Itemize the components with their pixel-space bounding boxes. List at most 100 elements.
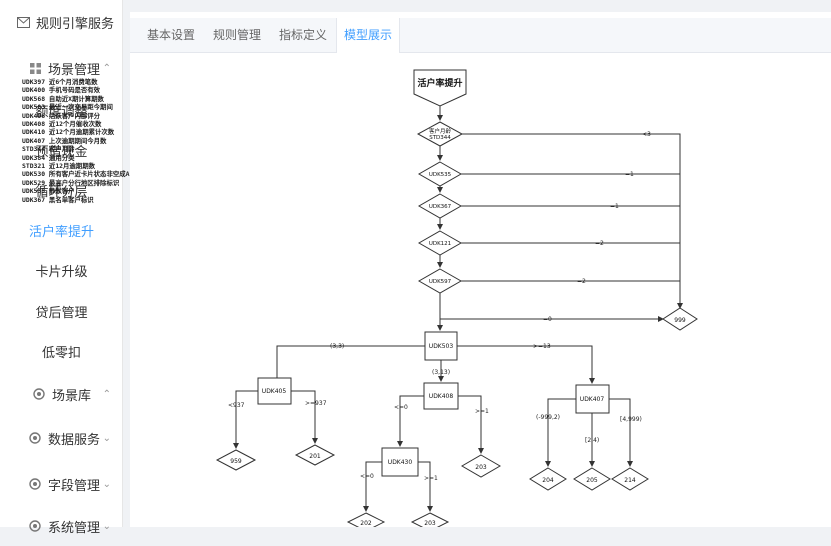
node-udk597-label: UDK597 [429,279,452,285]
legend-item: UDK384 通用分类 [22,153,75,162]
node-udk503-label: UDK503 [429,343,454,350]
node-214 [611,467,649,491]
grid-icon [28,61,42,75]
sidebar-item-label: 贷后管理 [35,304,88,320]
node-205-label: 205 [586,477,598,484]
sidebar-group-scene[interactable]: 场景管理 ⌃ [0,48,123,88]
tab-basic-settings[interactable]: 基本设置 [146,28,195,42]
node-999-label: 999 [674,317,686,324]
sidebar-item-cash[interactable]: 预借现金 [0,130,123,170]
edge-label: (3,3) [330,343,344,350]
edge-label: <=0 [394,404,408,411]
sidebar-item-card-upgrade[interactable]: 卡片升级 [0,250,123,290]
node-203b [410,512,450,527]
legend-item: UDK407 上次逾期期间今月数 [22,136,107,145]
node-202-label: 202 [360,520,372,527]
sidebar-item-label: 额度调整 [35,103,88,119]
sidebar-item-data-service[interactable]: 数据服务 ⌄ [0,418,123,458]
tab-rule-management[interactable]: 规则管理 [212,28,261,42]
edge-label: <=0 [360,473,374,480]
sidebar-item-rule-engine[interactable]: 规则引擎服务 ⌄ [0,2,123,42]
edge-label: =2 [595,240,604,247]
legend-item: UDK410 近12个月逾期累计次数 [22,128,115,137]
edge-label: [2,4) [585,437,599,444]
legend-item: UDK397 近6个月消费笔数 [22,78,98,86]
chevron-down-icon: ⌄ [102,432,111,444]
sidebar-item-cycle[interactable]: 循环分层 [0,170,123,210]
legend-item: STD321 近12月逾期期数 [22,162,95,171]
node-959 [215,449,257,471]
gear-icon [32,387,46,401]
edge-label: =1 [625,171,634,178]
node-203b-label: 203 [424,520,436,527]
sidebar-item-low-deduct[interactable]: 低零扣 [0,331,123,371]
variable-legend: UDK397 近6个月消费笔数 UDK400 手机号码是否有效 UDK568 自… [22,78,129,204]
sidebar-item-label: 活户率提升 [28,223,94,239]
edge-label: =2 [577,278,586,285]
sidebar-item-label: 循环分层 [35,183,88,199]
node-udk407-label: UDK407 [580,396,605,403]
edge-label: >=1 [424,475,438,482]
legend-item: UDK367 黑名单客户标识 [22,195,94,204]
legend-item: UDK503 最近一次交易距今期间 [22,103,113,112]
sidebar-item-label: 场景管理 [48,61,101,77]
node-udk535-label: UDK535 [429,172,452,178]
edge-label: [4,999) [620,416,642,423]
sidebar-item-label: 数据服务 [48,431,101,447]
sidebar-item-label: 低零扣 [41,344,81,360]
edge-label: (-999,2) [536,414,560,421]
node-202 [346,512,386,527]
edge-label: =1 [610,203,619,210]
edge-label: >=1 [475,408,489,415]
edge-label: <3 [642,131,651,138]
node-959-label: 959 [230,458,242,465]
tab-metric-definition[interactable]: 指标定义 [278,28,327,42]
legend-item: UDK408 近12个月催收次数 [22,120,102,129]
sidebar-item-label: 规则引擎服务 [36,15,115,31]
start-label: 活户率提升 [417,77,462,89]
sidebar-item-field-mgmt[interactable]: 字段管理 ⌄ [0,464,123,504]
sidebar-item-label: 预借现金 [35,143,88,159]
tab-model-display[interactable]: 模型展示 [336,18,400,53]
legend-item: UDK568 自助近X期计算期数 [22,94,104,103]
node-201-label: 201 [309,453,321,460]
node-204 [529,467,567,491]
edge-label: >=937 [305,400,327,407]
sidebar-item-activation[interactable]: 活户率提升 [0,210,123,250]
edge-label: (3,13) [432,369,450,376]
legend-item: UDK535 静默客户 [22,187,75,196]
node-201 [294,444,336,466]
legend-item: STD344 客户月龄 [22,145,75,154]
node-214-label: 214 [624,477,636,484]
sidebar-item-post-loan[interactable]: 贷后管理 [0,291,123,331]
node-203-label: 203 [475,464,487,471]
legend-item: UDK406 活跃客户内部评分 [22,111,101,120]
node-udk405-label: UDK405 [262,388,287,395]
chevron-up-icon: ⌃ [102,62,111,74]
sidebar-item-label: 卡片升级 [35,263,88,279]
node-udk121-label: UDK121 [429,241,451,247]
sidebar: 规则引擎服务 ⌄ 场景管理 ⌃ 额度调整 预借现金 循环分层 活户率提升 卡片升… [0,0,123,535]
node-udk405 [257,377,292,405]
sidebar-item-label: 字段管理 [48,477,101,493]
node-udk367-label: UDK367 [429,204,452,210]
mail-icon [16,15,30,29]
start-node [413,69,467,107]
node-203 [461,454,501,478]
edge-label: =0 [543,316,552,323]
gear-icon [28,477,42,491]
chevron-down-icon: ⌄ [102,520,111,532]
chevron-down-icon: ⌄ [102,16,111,28]
legend-item: UDK530 所有客户近卡片状态非空成A [22,170,130,179]
edge-label: <937 [228,402,245,409]
node-205 [573,467,611,491]
node-204-label: 204 [542,477,554,484]
chevron-up-icon: ⌃ [102,388,111,400]
legend-item: UDK400 手机号码是否有效 [22,86,101,95]
sidebar-item-quota[interactable]: 额度调整 [0,90,123,130]
legend-item: UDK529 最高户分行地区排除标识 [22,178,120,187]
node-udk430-label: UDK430 [388,459,413,466]
sidebar-item-scene-lib[interactable]: 场景库 ⌃ [0,374,123,414]
